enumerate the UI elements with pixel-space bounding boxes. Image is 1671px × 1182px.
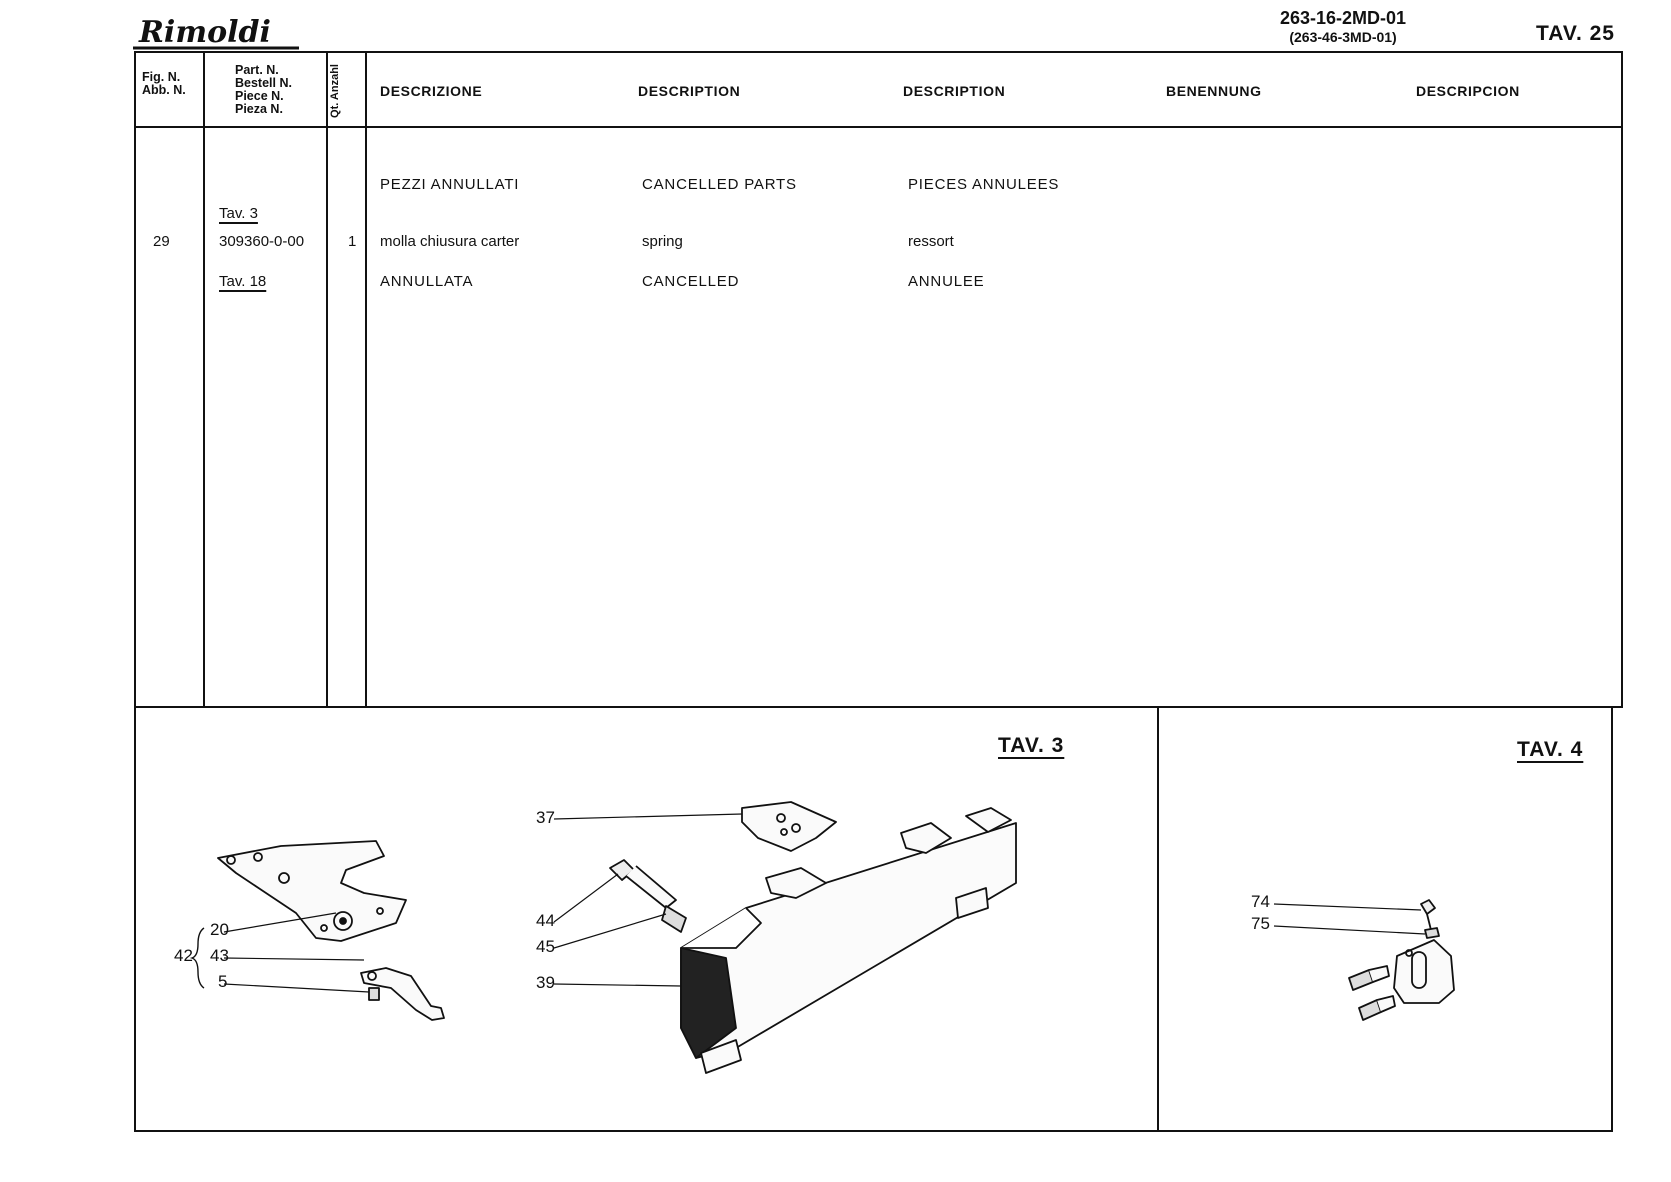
header-divider — [136, 126, 1621, 128]
bracket-part-drawing — [741, 801, 837, 852]
rimoldi-logo: Rimoldi — [133, 15, 299, 50]
column-divider — [365, 53, 367, 706]
reference-tav-18: Tav. 18 — [219, 273, 267, 290]
quantity-header: Qt. Anzahl — [319, 61, 351, 121]
header-description-en: DESCRIPTION — [638, 83, 741, 99]
header-descrizione: DESCRIZIONE — [380, 83, 483, 99]
callout-74: 74 — [1251, 892, 1270, 911]
item-part-number: 309360-0-00 — [219, 233, 305, 250]
leader-lines — [223, 813, 743, 993]
header-description-fr: DESCRIPTION — [903, 83, 1006, 99]
header-benennung: BENENNUNG — [1166, 83, 1262, 99]
callout-5: 5 — [218, 972, 228, 991]
figure-label-tav-4: TAV. 4 — [1517, 738, 1584, 761]
housing-part-drawing — [680, 807, 1017, 1074]
figure-label-tav-3: TAV. 3 — [998, 734, 1065, 757]
table-number: TAV. 25 — [1536, 22, 1615, 45]
status-fr: ANNULEE — [908, 273, 985, 290]
fig-number-header: Fig. N. Abb. N. — [142, 70, 186, 98]
part-header-line: Piece N. — [235, 89, 284, 104]
figure-panel-tav-4: TAV. 4 74 75 — [1157, 706, 1613, 1132]
lever-part-drawing — [360, 967, 445, 1021]
screw-part-drawing — [609, 859, 687, 933]
quantity-header-text: Qt. Anzahl — [329, 64, 341, 118]
leader-lines — [1273, 903, 1426, 935]
doc-code-alt: (263-46-3MD-01) — [1289, 28, 1397, 45]
column-divider — [326, 53, 328, 706]
part-number-header: Part. N. Bestell N. Piece N. Pieza N. — [235, 63, 292, 117]
item-description-fr: ressort — [908, 233, 954, 250]
doc-code-main: 263-16-2MD-01 — [1280, 8, 1407, 28]
figure-panel-tav-3: TAV. 3 — [134, 706, 1159, 1132]
status-en: CANCELLED — [642, 273, 740, 290]
callout-20: 20 — [210, 920, 229, 939]
item-description-en: spring — [642, 233, 683, 250]
logo-wordmark: Rimoldi — [138, 15, 271, 50]
status-it: ANNULLATA — [380, 273, 474, 290]
fig-header-line: Abb. N. — [142, 83, 186, 98]
item-description-it: molla chiusura carter — [380, 233, 520, 250]
slotted-plate-drawing — [1393, 939, 1455, 1004]
callout-75: 75 — [1251, 914, 1270, 933]
bracket-assembly-drawing — [1273, 899, 1455, 1021]
reference-tav-3: Tav. 3 — [219, 205, 258, 222]
screws-drawing — [1420, 899, 1440, 939]
callout-42: 42 — [174, 946, 193, 965]
callout-45: 45 — [536, 937, 555, 956]
header-descripcion: DESCRIPCION — [1416, 83, 1520, 99]
callout-44: 44 — [536, 911, 555, 930]
callout-37: 37 — [536, 808, 555, 827]
part-header-line: Part. N. — [235, 63, 279, 77]
parts-table: Fig. N. Abb. N. Part. N. Bestell N. Piec… — [134, 51, 1623, 708]
callout-43: 43 — [210, 946, 229, 965]
item-fig-number: 29 — [153, 233, 170, 250]
exploded-view-drawing — [189, 801, 1017, 1074]
side-screws-drawing — [1348, 965, 1396, 1021]
cancelled-parts-fr: PIECES ANNULEES — [908, 176, 1060, 193]
plate-part-drawing — [217, 840, 407, 942]
item-quantity: 1 — [348, 233, 357, 250]
column-divider — [203, 53, 205, 706]
cancelled-parts-en: CANCELLED PARTS — [642, 176, 797, 193]
part-header-line: Pieza N. — [235, 102, 283, 117]
part-header-line: Bestell N. — [235, 76, 292, 91]
cancelled-parts-it: PEZZI ANNULLATI — [380, 176, 520, 193]
callout-39: 39 — [536, 973, 555, 992]
document-code: 263-16-2MD-01 (263-46-3MD-01) — [1280, 8, 1406, 45]
fig-header-line: Fig. N. — [142, 70, 181, 84]
